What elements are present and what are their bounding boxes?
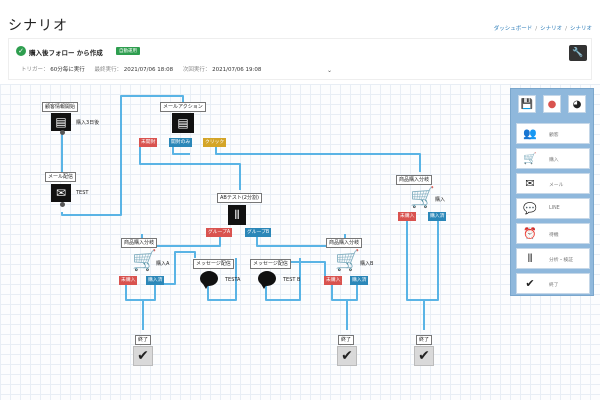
cart-icon: 🛒	[523, 152, 537, 165]
mail-action-label: メールアクション	[160, 102, 206, 112]
last-run-label: 最終実行：	[94, 67, 123, 73]
cart-icon[interactable]: 🛒	[132, 248, 157, 272]
cart-icon[interactable]: 🛒	[335, 248, 360, 272]
end-check-icon[interactable]: ✔	[414, 346, 434, 366]
tag-not-bought[interactable]: 未購入	[398, 212, 417, 221]
buy-branch-3-label: 商品購入分岐	[396, 175, 433, 185]
next-run-value: 2021/07/06 19:08	[212, 67, 262, 73]
palette-item-label: 購入	[549, 158, 559, 163]
breadcrumb-dashboard[interactable]: ダッシュボード	[493, 26, 533, 32]
page-title: シナリオ	[8, 18, 68, 34]
check-icon: ✔	[525, 277, 535, 290]
tag-bought[interactable]: 購入済	[428, 212, 447, 221]
breadcrumb-separator: /	[565, 26, 567, 32]
customer-card-icon[interactable]: ▤	[51, 113, 71, 131]
tag-opened[interactable]: 開封のみ	[169, 138, 193, 147]
mail-icon[interactable]: ✉	[51, 184, 71, 202]
check-circle-icon: ✓	[16, 46, 26, 56]
palette-item-label: 顧客	[549, 133, 559, 138]
chat-bubble-icon[interactable]	[258, 271, 276, 289]
tag-bought[interactable]: 購入済	[146, 276, 165, 285]
message-a-text: TESTA	[225, 277, 241, 283]
ab-split-icon[interactable]: ⫴	[228, 205, 246, 225]
mail-icon: ✉	[525, 177, 535, 190]
end-node-label: 終了	[135, 335, 152, 345]
palette-item-line[interactable]: 💬 LINE	[516, 198, 590, 219]
palette-item-customer[interactable]: 👥 顧客	[516, 123, 590, 144]
palette-item-mail[interactable]: ✉ メール	[516, 173, 590, 194]
settings-wrench-button[interactable]: 🔧	[569, 45, 587, 61]
tag-unopened[interactable]: 未開封	[139, 138, 158, 147]
buy-branch-3-text: 購入	[435, 197, 446, 203]
end-check-icon[interactable]: ✔	[337, 346, 357, 366]
end-check-icon[interactable]: ✔	[133, 346, 153, 366]
mail-send-text: TEST	[76, 190, 89, 196]
last-run-value: 2021/07/06 18:08	[123, 67, 174, 73]
tag-clicked[interactable]: クリック	[203, 138, 227, 147]
start-node-label: 顧客情報開始	[42, 102, 79, 112]
message-b-text: TEST B	[283, 277, 301, 283]
users-icon: 👥	[523, 127, 537, 140]
clock-icon: ⏰	[523, 227, 537, 240]
record-icon[interactable]: ●	[543, 95, 561, 113]
chat-icon: 💬	[523, 202, 537, 215]
save-icon[interactable]: 💾	[518, 95, 536, 113]
scenario-name: 購入後フォロー から作成	[29, 49, 103, 57]
tag-not-bought[interactable]: 未購入	[119, 276, 138, 285]
pie-chart-icon[interactable]: ◕	[568, 95, 586, 113]
trigger-value: 60分毎に実行	[50, 67, 85, 73]
end-node-label: 終了	[416, 335, 433, 345]
palette-item-label: 終了	[549, 283, 559, 288]
chevron-down-icon[interactable]: ⌄	[327, 67, 333, 74]
ab-test-label: ABテスト(2分割)	[217, 193, 262, 203]
tag-group-a[interactable]: グループA	[206, 228, 233, 237]
split-icon: ⫴	[527, 252, 533, 265]
palette-item-purchase[interactable]: 🛒 購入	[516, 148, 590, 169]
scenario-info-card: ✓ 購入後フォロー から作成 自動運用 トリガー： 60分毎に実行 最終実行： …	[8, 38, 592, 80]
cart-icon[interactable]: 🛒	[410, 185, 435, 209]
connector-dot[interactable]	[60, 202, 65, 207]
chat-bubble-icon[interactable]	[200, 271, 218, 289]
message-b-label: メッセージ配信	[250, 259, 291, 269]
start-node-text: 購入3日後	[76, 120, 100, 126]
message-a-label: メッセージ配信	[193, 259, 234, 269]
tag-bought[interactable]: 購入済	[350, 276, 369, 285]
tag-group-b[interactable]: グループB	[245, 228, 272, 237]
trigger-label: トリガー：	[21, 67, 49, 73]
next-run-label: 次回実行：	[182, 67, 211, 73]
breadcrumb-scenario[interactable]: シナリオ	[540, 26, 563, 32]
palette-item-end[interactable]: ✔ 終了	[516, 273, 590, 294]
breadcrumb-current: シナリオ	[569, 26, 592, 32]
palette-item-ab-test[interactable]: ⫴ 分析・検証	[516, 248, 590, 269]
status-badge: 自動運用	[116, 47, 140, 55]
tag-not-bought[interactable]: 未購入	[324, 276, 343, 285]
buy-branch-1-label: 商品購入分岐	[121, 238, 158, 248]
connector-dot[interactable]	[60, 130, 65, 135]
breadcrumb-separator: /	[535, 26, 538, 32]
palette-item-label: LINE	[549, 206, 560, 211]
buy-branch-2-text: 購入B	[360, 261, 374, 267]
end-node-label: 終了	[338, 335, 355, 345]
palette-item-label: メール	[549, 183, 564, 188]
breadcrumb: ダッシュボード/シナリオ/シナリオ	[494, 24, 592, 32]
buy-branch-1-text: 購入A	[156, 261, 170, 267]
palette-item-wait[interactable]: ⏰ 待機	[516, 223, 590, 244]
buy-branch-2-label: 商品購入分岐	[326, 238, 363, 248]
node-palette: 💾 ● ◕ 👥 顧客 🛒 購入 ✉ メール 💬 LINE ⏰ 待機 ⫴ 分析・検…	[510, 88, 594, 296]
run-info-row: トリガー： 60分毎に実行 最終実行： 2021/07/06 18:08 次回実…	[21, 65, 269, 73]
palette-item-label: 待機	[549, 233, 559, 238]
palette-item-label: 分析・検証	[549, 258, 573, 263]
mail-action-icon[interactable]: ▤	[172, 113, 194, 133]
mail-send-label: メール配信	[45, 172, 77, 182]
